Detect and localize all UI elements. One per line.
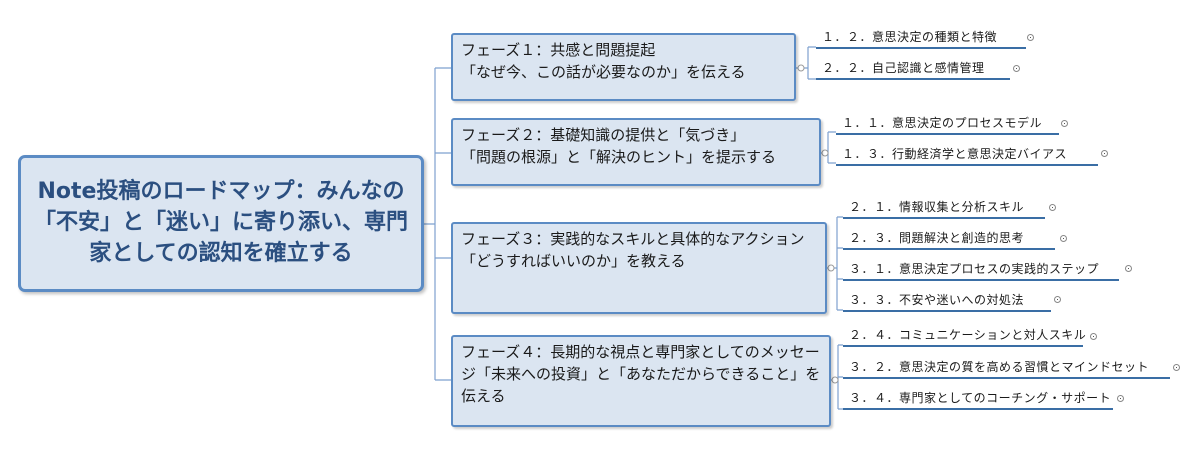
leaf-1-3[interactable]: １．３．行動経済学と意思決定バイアス: [836, 144, 1098, 166]
phase-3-title: フェーズ３：実践的なスキルと具体的なアクション: [461, 230, 805, 248]
leaf-2-3[interactable]: ２．３．問題解決と創造的思考: [843, 228, 1055, 250]
leaf-1-2[interactable]: １．２．意思決定の種類と特徴: [816, 27, 1026, 49]
leaf-3-2[interactable]: ３．２．意思決定の質を高める習慣とマインドセット: [843, 357, 1170, 379]
leaf-3-3[interactable]: ３．３．不安や迷いへの対処法: [843, 290, 1051, 312]
leaf-3-4[interactable]: ３．４．専門家としてのコーチング・サポート: [843, 388, 1113, 410]
phase-1-title: フェーズ１：共感と問題提起: [461, 41, 656, 59]
collapse-toggle-icon[interactable]: [1054, 296, 1061, 303]
phase-2-title: フェーズ２：基礎知識の提供と「気づき」: [461, 126, 746, 144]
phase-4-text: フェーズ４：長期的な視点と専門家としてのメッセージ「未来への投資」と「あなただか…: [461, 343, 821, 405]
leaf-2-1[interactable]: ２．１．情報収集と分析スキル: [843, 197, 1045, 219]
phase-2-subtitle: 「問題の根源」と「解決のヒント」を提示する: [461, 148, 777, 166]
collapse-toggle-icon[interactable]: [1013, 65, 1020, 72]
leaf-3-1[interactable]: ３．１．意思決定プロセスの実践的ステップ: [843, 259, 1119, 281]
collapse-toggle-icon[interactable]: [1060, 235, 1067, 242]
phase-3-subtitle: 「どうすればいいのか」を教える: [461, 252, 686, 270]
phase-1-subtitle: 「なぜ今、この話が必要なのか」を伝える: [461, 63, 746, 81]
collapse-toggle-icon[interactable]: [1061, 120, 1068, 127]
leaf-2-2[interactable]: ２．２．自己認識と感情管理: [816, 58, 1010, 80]
collapse-toggle-icon[interactable]: [1125, 265, 1132, 272]
root-node[interactable]: Note投稿のロードマップ：みんなの「不安」と「迷い」に寄り添い、専門家としての…: [18, 155, 424, 292]
leaf-2-4[interactable]: ２．４．コミュニケーションと対人スキル: [843, 325, 1086, 347]
collapse-toggle-icon[interactable]: [1117, 395, 1124, 402]
phase-1-node[interactable]: フェーズ１：共感と問題提起 「なぜ今、この話が必要なのか」を伝える: [451, 33, 796, 101]
root-title: Note投稿のロードマップ：みんなの「不安」と「迷い」に寄り添い、専門家としての…: [33, 179, 408, 266]
collapse-toggle-icon[interactable]: [1090, 333, 1097, 340]
collapse-toggle-icon[interactable]: [1027, 34, 1034, 41]
collapse-toggle-icon[interactable]: [1049, 204, 1056, 211]
leaf-1-1[interactable]: １．１．意思決定のプロセスモデル: [836, 113, 1059, 135]
phase-3-node[interactable]: フェーズ３：実践的なスキルと具体的なアクション 「どうすればいいのか」を教える: [451, 222, 827, 314]
phase-4-node[interactable]: フェーズ４：長期的な視点と専門家としてのメッセージ「未来への投資」と「あなただか…: [451, 335, 831, 427]
collapse-toggle-icon[interactable]: [1101, 150, 1108, 157]
collapse-toggle-icon[interactable]: [1173, 364, 1180, 371]
phase-2-node[interactable]: フェーズ２：基礎知識の提供と「気づき」 「問題の根源」と「解決のヒント」を提示す…: [451, 118, 821, 186]
